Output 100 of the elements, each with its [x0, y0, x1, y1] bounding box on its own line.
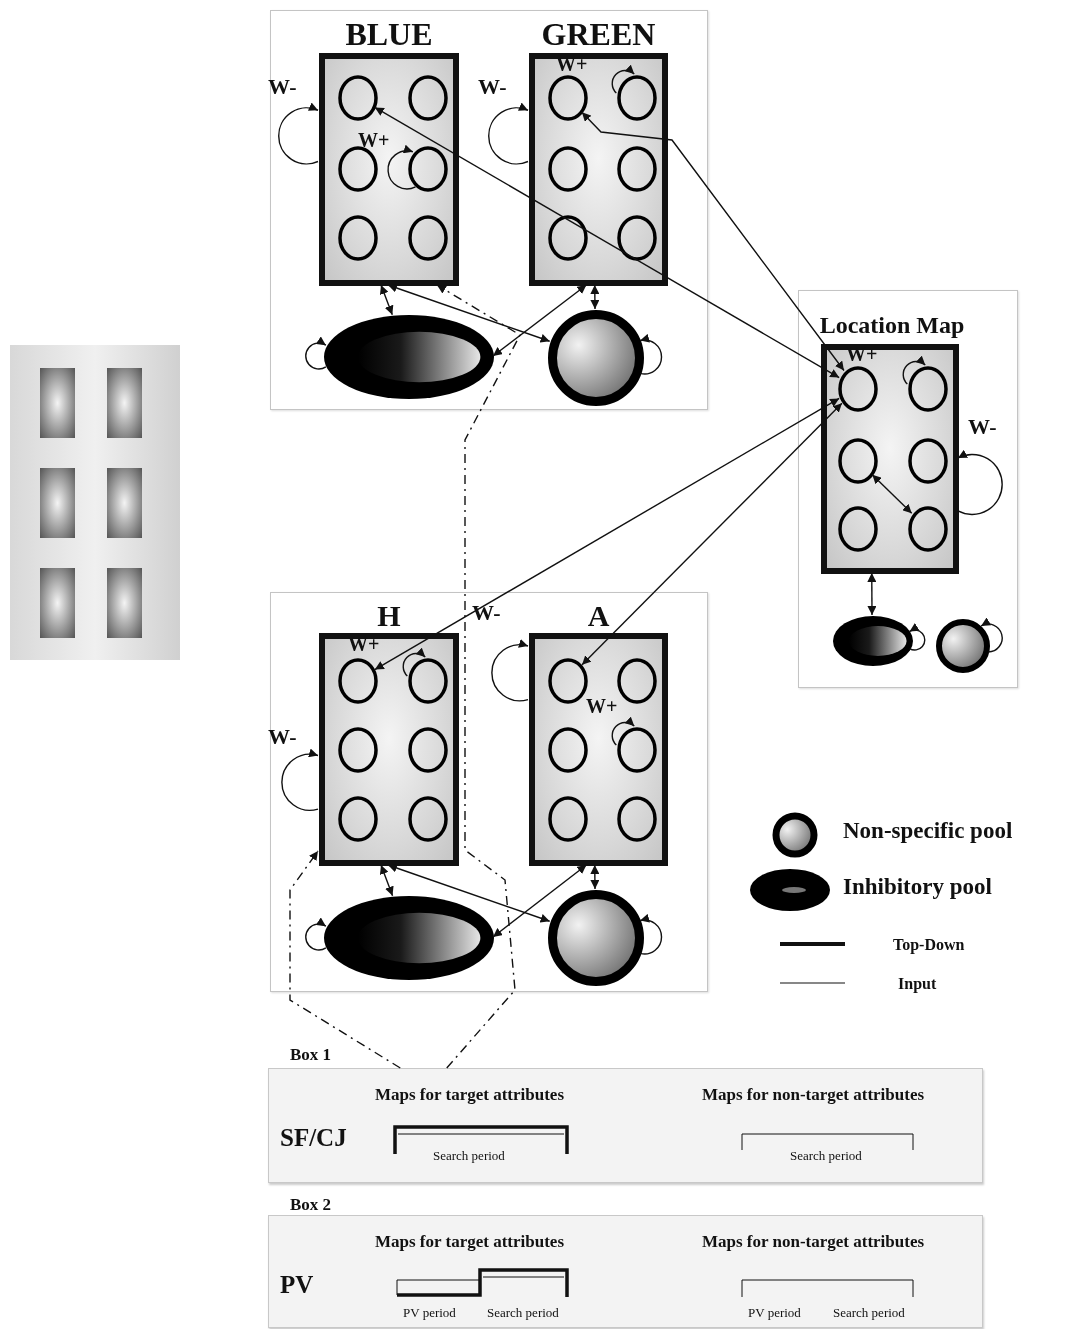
neuron-circle	[408, 75, 448, 121]
self-loop-arrow	[402, 647, 426, 677]
legend-label: Inhibitory pool	[843, 873, 992, 901]
neuron-circle	[408, 727, 448, 773]
box-title: Box 1	[290, 1045, 332, 1066]
neuron-circle	[617, 215, 657, 261]
dashed-arrow	[436, 284, 521, 1069]
neuron-circle	[338, 75, 378, 121]
connector-arrow	[867, 572, 877, 616]
self-loop-arrow	[902, 355, 926, 385]
self-loop-arrow	[611, 716, 635, 746]
neuron-circle	[617, 727, 657, 773]
condition-label: SF/CJ	[280, 1123, 347, 1153]
non-specific-pool	[936, 619, 990, 673]
inhibitory-pool	[833, 616, 913, 666]
neuron-circle	[548, 727, 588, 773]
neuron-circle	[838, 438, 878, 484]
connector-arrow	[374, 397, 840, 671]
neuron-circle	[338, 215, 378, 261]
neuron-circle	[617, 658, 657, 704]
neuron-circle	[548, 658, 588, 704]
legend-label: Input	[898, 974, 937, 994]
period-label: Search period	[833, 1305, 905, 1321]
column-heading: Maps for target attributes	[375, 1232, 564, 1253]
condition-label: PV	[280, 1270, 314, 1300]
period-label: Search period	[433, 1148, 505, 1164]
module-panel	[270, 10, 708, 410]
self-loop-arrow	[611, 64, 635, 94]
neuron-circle	[338, 658, 378, 704]
edge-label: W-	[268, 726, 297, 748]
neuron-circle	[338, 727, 378, 773]
column-heading: Maps for target attributes	[375, 1085, 564, 1106]
connector-arrow	[387, 283, 551, 343]
self-loop-arrow	[639, 914, 663, 955]
map-title: H	[376, 599, 402, 633]
dashed-arrow	[289, 850, 401, 1069]
neuron-circle	[548, 796, 588, 842]
self-loop-arrow	[281, 749, 319, 811]
module-panel	[798, 290, 1018, 688]
period-label: PV period	[403, 1305, 456, 1321]
neuron-circle	[408, 658, 448, 704]
self-loop-arrow	[305, 336, 327, 370]
connector-arrow	[871, 474, 913, 514]
map-title: Location Map	[818, 311, 966, 340]
neuron-circle	[338, 146, 378, 192]
legend-label: Non-specific pool	[843, 817, 1013, 845]
neuron-circle	[548, 215, 588, 261]
neuron-circle	[617, 75, 657, 121]
inhibitory-pool	[324, 315, 494, 399]
map-title: A	[586, 599, 611, 633]
neuron-circle	[408, 215, 448, 261]
edge-label: W-	[968, 416, 997, 438]
column-heading: Maps for non-target attributes	[702, 1232, 925, 1253]
neuron-circle	[548, 146, 588, 192]
edge-label: W-	[268, 76, 297, 98]
connector-arrow	[581, 402, 843, 666]
box-title: Box 2	[290, 1195, 332, 1216]
self-loop-arrow	[278, 102, 319, 165]
column-heading: Maps for non-target attributes	[702, 1085, 925, 1106]
self-loop-arrow	[980, 617, 1003, 653]
neuron-circle	[838, 366, 878, 412]
non-specific-pool	[548, 890, 644, 986]
neuron-circle	[908, 506, 948, 552]
period-label: PV period	[748, 1305, 801, 1321]
edge-label: W-	[478, 76, 507, 98]
connector-arrow	[379, 864, 394, 897]
neuron-circle	[617, 146, 657, 192]
self-loop-arrow	[488, 102, 529, 165]
neuron-circle	[838, 506, 878, 552]
connector-arrow	[492, 284, 588, 357]
period-label: Search period	[790, 1148, 862, 1164]
legend-label: Top-Down	[893, 935, 965, 955]
map-title: BLUE	[344, 15, 434, 53]
self-loop-arrow	[639, 334, 663, 375]
connector-arrow	[492, 864, 588, 938]
edge-label: W+	[586, 696, 618, 716]
non-specific-pool	[548, 310, 644, 406]
neuron-circle	[338, 796, 378, 842]
connector-arrow	[590, 284, 600, 310]
self-loop-arrow	[387, 145, 417, 190]
self-loop-arrow	[957, 450, 1003, 516]
connector-arrow	[387, 863, 551, 923]
neuron-circle	[617, 796, 657, 842]
neuron-circle	[548, 75, 588, 121]
self-loop-arrow	[305, 917, 327, 951]
neuron-circle	[908, 438, 948, 484]
edge-label: W-	[472, 602, 501, 624]
connector-arrow	[581, 111, 845, 372]
neuron-circle	[908, 366, 948, 412]
self-loop-arrow	[491, 639, 529, 702]
map-title: GREEN	[540, 15, 657, 53]
neuron-circle	[408, 146, 448, 192]
connector-arrow	[374, 106, 840, 379]
edge-label: W+	[358, 130, 390, 150]
connector-arrow	[590, 864, 600, 890]
connector-arrow	[380, 284, 394, 316]
self-loop-arrow	[908, 623, 926, 651]
inhibitory-pool	[324, 896, 494, 980]
neuron-circle	[408, 796, 448, 842]
module-panel	[270, 592, 708, 992]
